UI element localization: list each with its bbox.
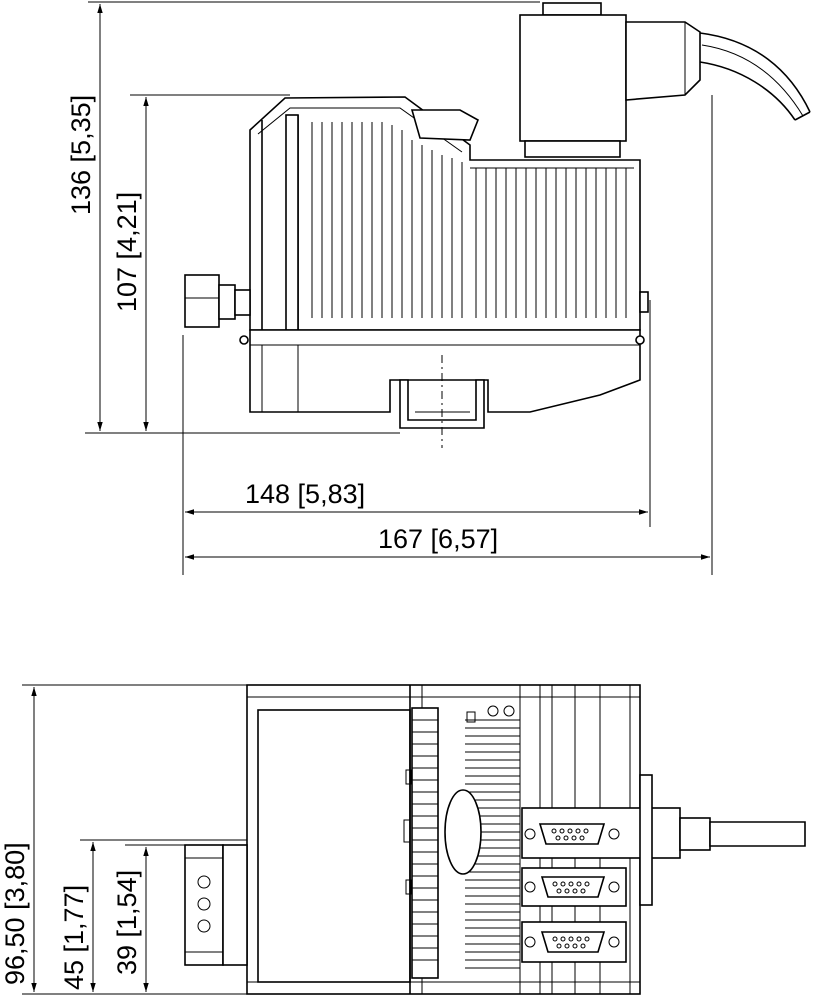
label-dim-96-50: 96,50 [3,80] xyxy=(0,842,30,985)
left-panel xyxy=(257,709,411,983)
sub-d-port-middle xyxy=(521,867,627,907)
cable-upper-edge xyxy=(699,32,811,113)
cable-lower-edge xyxy=(699,61,796,121)
side-view: 136 [5,35] 107 [4,21] 148 [5,83] 167 [6,… xyxy=(66,1,811,575)
label-dim-107: 107 [4,21] xyxy=(112,192,142,312)
top-view: 96,50 [3,80] 45 [1,77] 39 [1,54] xyxy=(0,684,806,995)
right-side-tab xyxy=(639,774,653,906)
label-dim-167: 167 [6,57] xyxy=(378,524,498,554)
lower-housing xyxy=(249,329,641,413)
din-rail-clip xyxy=(399,379,485,429)
ribbed-area xyxy=(465,719,520,969)
plug-elbow xyxy=(625,21,701,101)
plug-cap xyxy=(542,2,602,16)
top-handle xyxy=(410,109,480,141)
label-dim-136: 136 [5,35] xyxy=(66,95,96,215)
cooling-fins xyxy=(311,122,634,318)
label-dim-45: 45 [1,77] xyxy=(59,885,89,990)
indicator-led-1 xyxy=(487,705,499,717)
left-side-connector xyxy=(184,274,220,328)
left-terminal-block xyxy=(184,844,248,966)
right-side-knob xyxy=(639,291,649,313)
label-dim-148: 148 [5,83] xyxy=(245,479,365,509)
plug-base xyxy=(524,140,621,158)
label-dim-39: 39 [1,54] xyxy=(112,870,142,975)
grill-strip xyxy=(411,707,439,979)
indicator-led-2 xyxy=(503,705,515,717)
sub-d-port-lower xyxy=(521,921,627,963)
plug-body xyxy=(519,14,627,142)
sub-d-plug-with-cable xyxy=(521,807,806,859)
lens-knob xyxy=(444,789,482,875)
